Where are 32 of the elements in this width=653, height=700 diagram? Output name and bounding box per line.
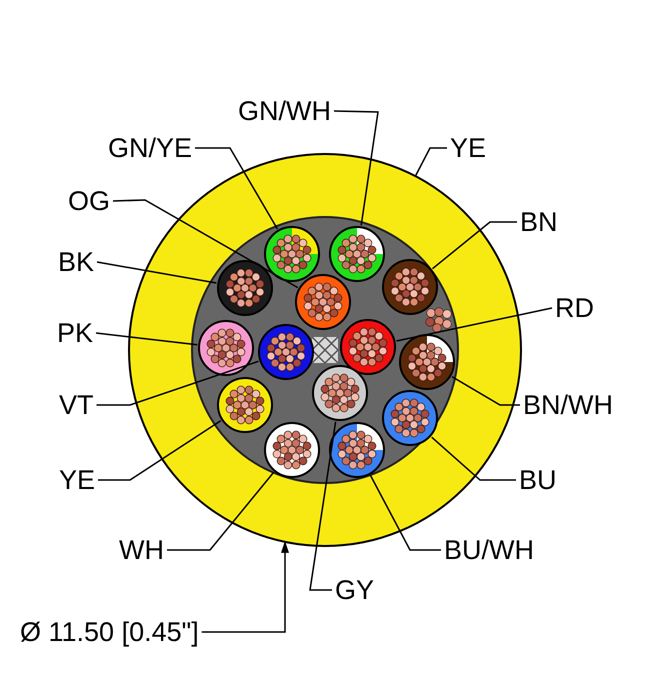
diameter-label: Ø 11.50 [0.45"] — [20, 617, 199, 647]
wire-color-label: YE — [59, 465, 96, 495]
leader-line — [96, 360, 259, 406]
wire-color-label: OG — [68, 186, 110, 216]
leader-line — [195, 147, 278, 230]
leader-line — [98, 420, 222, 481]
wire-color-label: YE — [450, 133, 486, 163]
leader-line — [431, 436, 516, 481]
wire-color-label: BN/WH — [523, 390, 613, 420]
wire-color-label: BU — [519, 465, 557, 495]
wire-color-label: GY — [335, 575, 374, 605]
wire-color-label: BN — [520, 207, 558, 237]
leader-line — [370, 475, 441, 551]
wire-color-label: GN/WH — [238, 96, 331, 126]
wire-color-label: GN/YE — [108, 133, 192, 163]
leader-line — [452, 376, 520, 406]
leader-line — [96, 261, 217, 284]
wire-color-label: WH — [119, 535, 164, 565]
wire-color-label: VT — [59, 390, 94, 420]
wire-color-label: BU/WH — [444, 535, 534, 565]
leader-line — [334, 110, 379, 226]
wire-color-label: PK — [57, 318, 94, 348]
leader-line — [414, 147, 447, 176]
wire-color-label: BK — [58, 247, 94, 277]
leader-line — [112, 199, 298, 288]
leader-line — [309, 422, 336, 591]
leader-line — [96, 332, 198, 346]
arrow — [202, 540, 289, 633]
leader-line — [432, 221, 517, 270]
leader-line — [396, 307, 552, 342]
wire-color-label: RD — [555, 293, 594, 323]
leader-line — [167, 472, 274, 551]
